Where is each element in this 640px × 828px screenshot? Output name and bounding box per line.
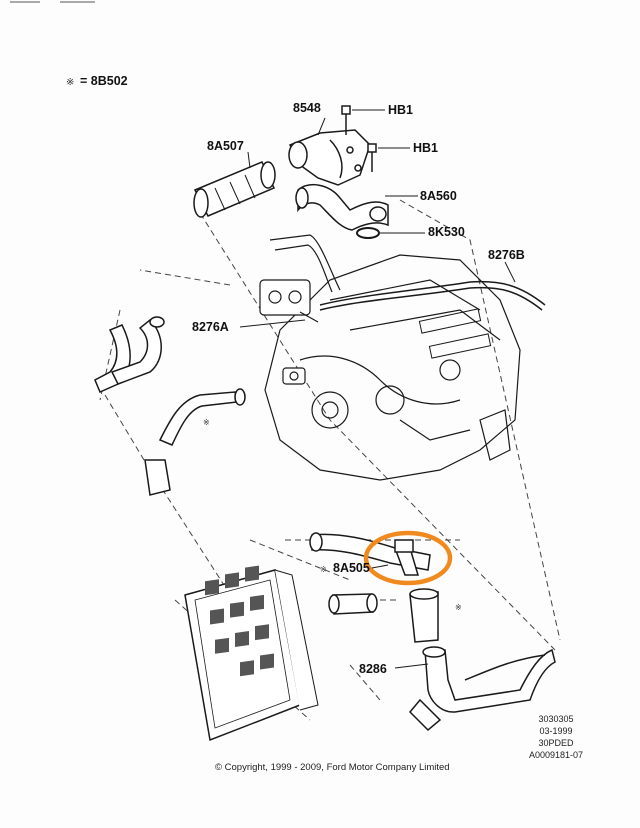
engine-block (264, 234, 521, 481)
radiator (184, 565, 319, 742)
connector-8a505 (328, 593, 378, 615)
thermostat-housing-8548 (288, 129, 371, 186)
hose-8286 (408, 588, 556, 732)
bolt-hb1-upper (341, 105, 385, 135)
legend-label: = 8B502 (80, 74, 128, 88)
bolt-hb1-lower (367, 143, 410, 172)
heater-tube-8276b (319, 261, 546, 311)
lower-hose-assembly (309, 532, 431, 576)
callout-8548: 8548 (293, 101, 321, 115)
callout-8276a: 8276A (192, 320, 229, 334)
reference-codes: 3030305 03-1999 30PDED A0009181-07 (524, 713, 588, 761)
outlet-connector-8a560 (295, 183, 389, 231)
svg-text:※: ※ (455, 603, 462, 612)
marker-glyphs: ※ ※ ※ ※ (66, 77, 462, 612)
copyright-text: © Copyright, 1999 - 2009, Ford Motor Com… (215, 762, 450, 773)
leader-lines (239, 117, 429, 669)
gasket-8k530 (356, 227, 425, 239)
callout-8a560: 8A560 (420, 189, 457, 203)
callout-8276b: 8276B (488, 248, 525, 262)
callout-8a505: 8A505 (333, 561, 370, 575)
callout-hb1-upper: HB1 (388, 103, 414, 117)
hose-8276a (94, 316, 165, 393)
ref-code-2: 03-1999 (539, 726, 573, 736)
hose-8a507 (193, 161, 276, 218)
intake-assembly (259, 279, 319, 323)
ref-code-1: 3030305 (538, 714, 574, 724)
callout-8a507: 8A507 (207, 139, 244, 153)
svg-text:※: ※ (320, 565, 327, 574)
svg-text:※: ※ (66, 77, 74, 88)
hose-lower-left (144, 388, 246, 496)
pump-small (282, 367, 306, 385)
ref-code-3: 30PDED (538, 738, 574, 748)
ref-code-4: A0009181-07 (528, 750, 584, 760)
callout-8286: 8286 (359, 662, 387, 676)
highlight-circle (363, 530, 453, 586)
svg-text:※: ※ (203, 418, 210, 427)
callout-8k530: 8K530 (428, 225, 465, 239)
callout-hb1-lower: HB1 (413, 141, 439, 155)
